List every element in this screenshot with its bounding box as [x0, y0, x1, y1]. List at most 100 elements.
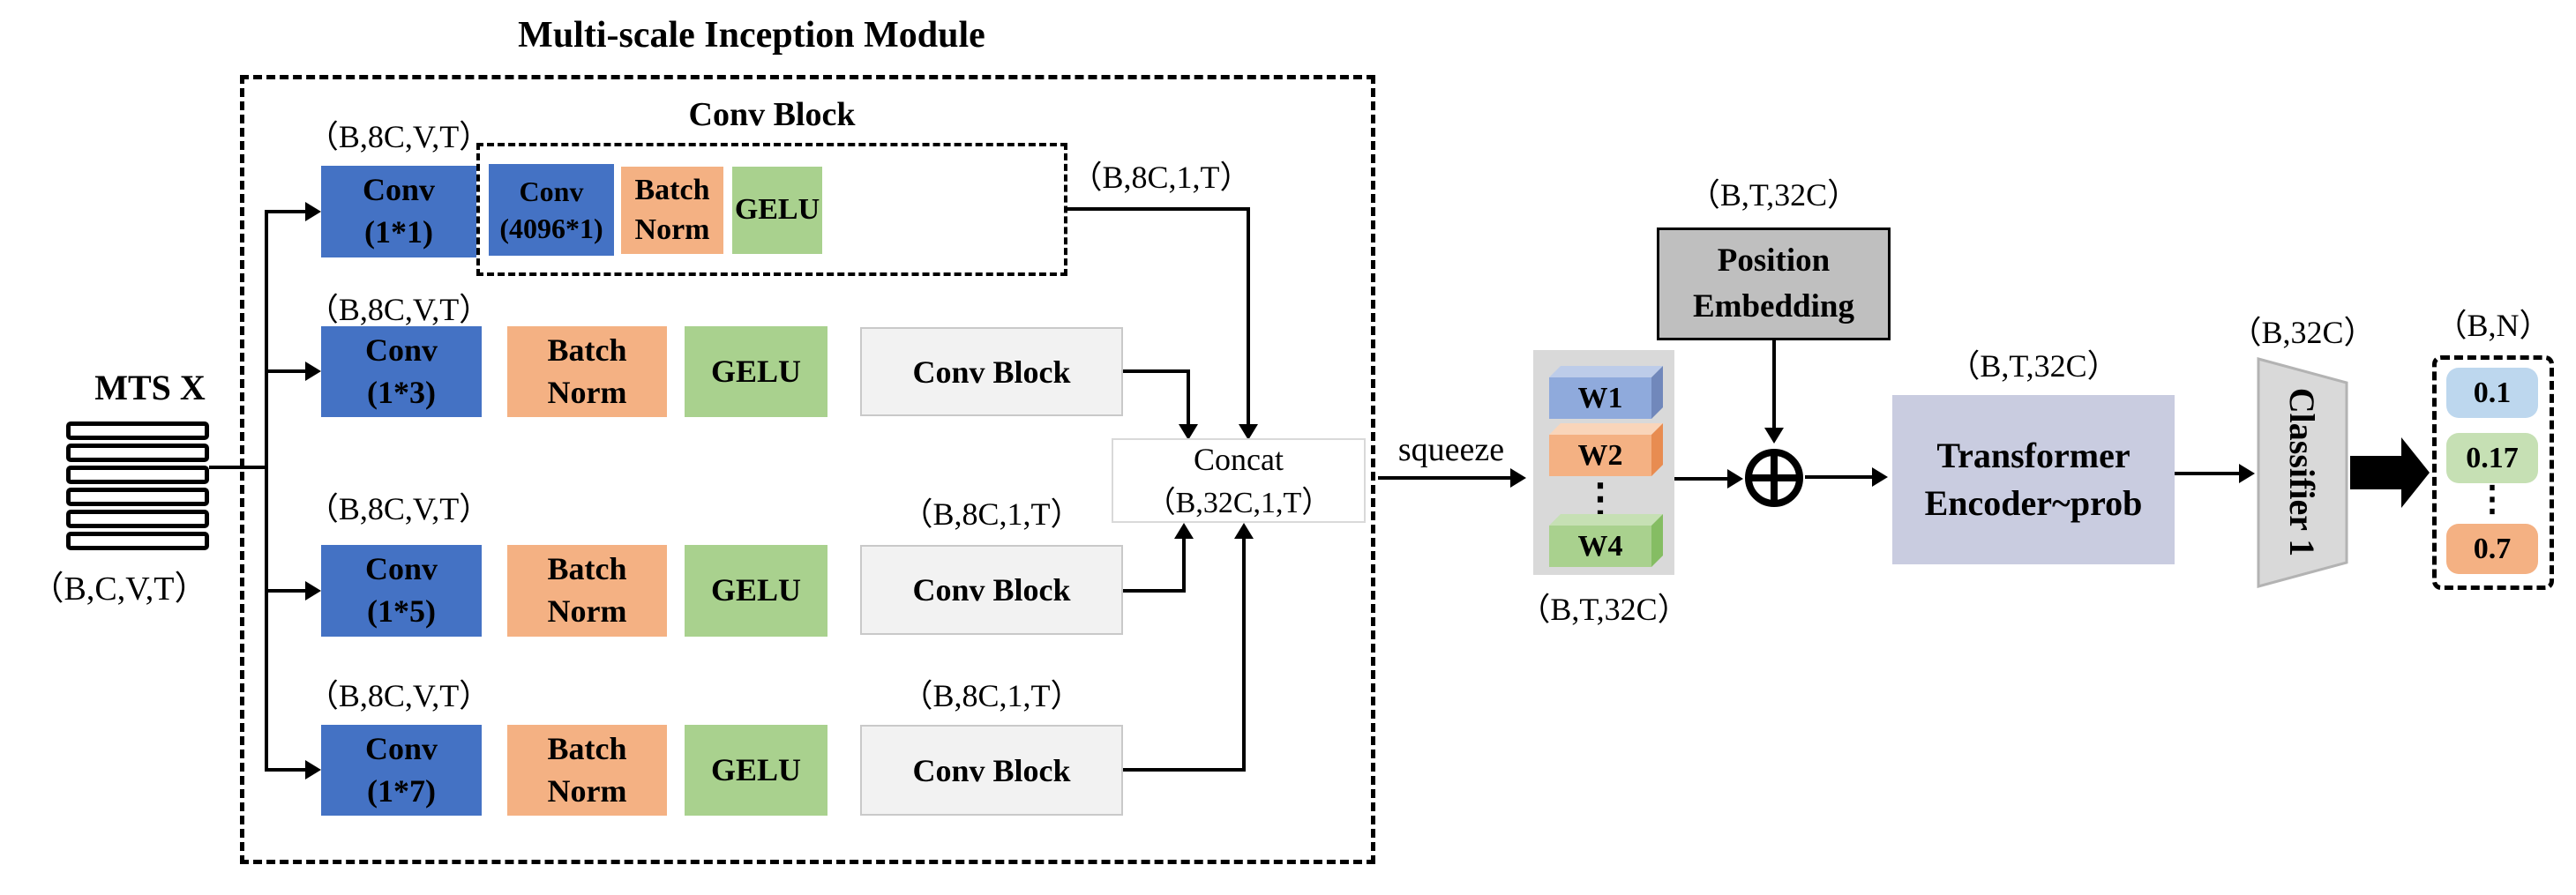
arrowhead-icon: [305, 760, 321, 779]
w4-box: W4: [1549, 514, 1663, 567]
w4-label: W4: [1549, 526, 1651, 567]
gelu-box: GELU: [685, 545, 827, 637]
gelu-box: GELU: [732, 167, 822, 254]
arrowhead-icon: [1510, 468, 1526, 488]
w1-box: W1: [1549, 366, 1663, 419]
conv-block-box: Conv Block: [860, 545, 1123, 635]
output-shape: （B,N）: [2435, 308, 2551, 343]
conv-kernel-label: (1*1): [364, 214, 433, 250]
conv-block-box: Conv Block: [860, 725, 1123, 816]
arrowhead-icon: [305, 202, 321, 221]
batch-norm-label: Batch: [547, 551, 627, 587]
position-embedding-label: Embedding: [1692, 288, 1854, 324]
prob-chip: 0.17: [2446, 433, 2538, 483]
connector-line: [1247, 207, 1250, 426]
connector-line: [1772, 340, 1776, 428]
connector-line: [209, 466, 266, 469]
w2-box: W2: [1549, 423, 1663, 476]
arrowhead-icon: [305, 581, 321, 600]
classifier-label-wrap: Classifier 1: [2250, 351, 2355, 593]
branch3-output-shape: （B,8C,1,T）: [901, 496, 1082, 532]
arrowhead-icon: [1174, 523, 1194, 539]
w2-label: W2: [1549, 435, 1651, 476]
position-embedding-label: Position: [1717, 242, 1831, 280]
squeeze-label: squeeze: [1397, 431, 1505, 468]
inception-module-box: [240, 75, 1375, 864]
connector-line: [265, 768, 305, 772]
classifier-shape: （B,32C）: [2229, 315, 2376, 350]
arrowhead-icon: [1872, 467, 1888, 487]
batch-norm-label: Batch: [547, 730, 627, 766]
batch-norm-box: Batch Norm: [507, 725, 667, 816]
batch-norm-label: Norm: [547, 593, 627, 629]
position-embedding-shape: （B,T,32C）: [1688, 177, 1860, 213]
connector-line: [1242, 539, 1246, 772]
block-arrow-icon: [2350, 456, 2401, 489]
gelu-box: GELU: [685, 725, 827, 816]
conv-label: Conv: [519, 175, 584, 207]
weights-ellipsis: ⋮: [1580, 476, 1621, 521]
conv-label: Conv: [364, 551, 438, 587]
mts-bar: [66, 421, 209, 440]
arrowhead-icon: [1727, 469, 1743, 489]
arrowhead-icon: [2239, 464, 2255, 483]
connector-line: [1182, 539, 1186, 593]
connector-line: [1123, 768, 1246, 772]
classifier-label: Classifier 1: [2282, 387, 2323, 557]
mts-bar: [66, 532, 209, 550]
batch-norm-box: Batch Norm: [507, 326, 667, 417]
circled-plus-icon: [1745, 449, 1803, 507]
concat-label: Concat: [1194, 441, 1284, 477]
mts-stack: [66, 421, 209, 554]
conv1x5-box: Conv (1*5): [321, 545, 482, 637]
prob-chip: 0.1: [2446, 368, 2538, 418]
w4-top-face: [1549, 514, 1663, 526]
conv-kernel-label: (4096*1): [499, 213, 603, 244]
connector-line: [1674, 477, 1727, 481]
conv-kernel-label: (1*5): [367, 593, 436, 629]
input-label: MTS X: [94, 368, 206, 407]
arrowhead-icon: [305, 362, 321, 381]
conv1x3-box: Conv (1*3): [321, 326, 482, 417]
concat-shape: （B,32C,1,T）: [1145, 486, 1332, 519]
connector-line: [2175, 472, 2239, 475]
conv-kernel-label: (1*7): [367, 772, 436, 809]
connector-line: [1123, 369, 1190, 373]
connector-line: [265, 369, 305, 373]
weight-stack-shape: （B,T,32C）: [1518, 592, 1689, 627]
classifier-trapezoid: [2257, 357, 2348, 588]
connector-line: [1187, 369, 1190, 426]
transformer-label: Encoder~prob: [1924, 483, 2143, 523]
mts-bar: [66, 444, 209, 462]
connector-line: [1805, 475, 1872, 479]
conv-block-detail-box: [476, 143, 1067, 276]
conv1x1-box: Conv (1*1): [321, 166, 476, 257]
branch4-input-shape: （B,8C,V,T）: [306, 678, 491, 713]
concat-box: Concat （B,32C,1,T）: [1112, 438, 1366, 523]
w1-top-face: [1549, 366, 1663, 377]
connector-line: [1067, 207, 1250, 211]
conv-block-box: Conv Block: [860, 327, 1123, 416]
conv-label: Conv: [364, 730, 438, 766]
connector-line: [265, 589, 305, 593]
arrowhead-icon: [1239, 424, 1258, 440]
arrowhead-icon: [1234, 523, 1254, 539]
batch-norm-label: Norm: [547, 772, 627, 809]
branch2-input-shape: （B,8C,V,T）: [306, 292, 491, 327]
prob-chip: 0.7: [2446, 524, 2538, 574]
batch-norm-label: Norm: [634, 213, 710, 246]
transformer-shape: （B,T,32C）: [1948, 348, 2119, 384]
branch1-output-shape: （B,8C,1,T）: [1070, 160, 1252, 195]
conv1x7-box: Conv (1*7): [321, 725, 482, 816]
batch-norm-label: Batch: [547, 332, 627, 368]
output-box: [2432, 355, 2554, 590]
mts-bar: [66, 488, 209, 506]
batch-norm-box: Batch Norm: [507, 545, 667, 637]
block-arrow-head-icon: [2401, 437, 2430, 508]
batch-norm-label: Norm: [547, 374, 627, 410]
connector-line: [265, 210, 305, 213]
connector-line: [1123, 589, 1186, 593]
branch1-input-shape: （B,8C,V,T）: [306, 119, 491, 154]
gelu-box: GELU: [685, 326, 827, 417]
